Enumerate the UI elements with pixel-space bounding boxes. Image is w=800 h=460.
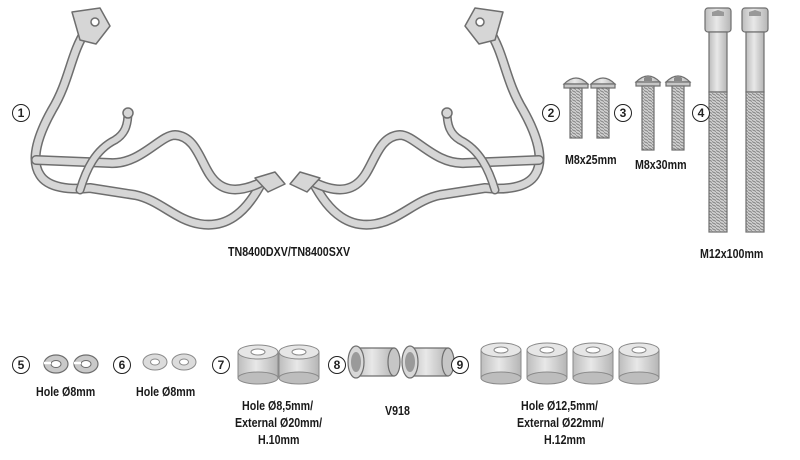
part-number-marker: 4	[692, 104, 710, 122]
flat-washer-icon	[142, 353, 197, 371]
spacer-icon	[237, 344, 320, 385]
part-9-label-line-3: H.12mm	[544, 432, 586, 447]
part-8-label: V918	[385, 403, 410, 418]
part-6-label: Hole Ø8mm	[136, 384, 196, 399]
part-number-marker: 2	[542, 104, 560, 122]
left-crash-bar-icon	[30, 7, 286, 230]
button-head-bolt-icon	[562, 77, 617, 139]
part-4-label: M12x100mm	[700, 246, 764, 261]
button-head-bolt-icon	[634, 75, 692, 151]
part-9-label-line-1: Hole Ø12,5mm/	[521, 398, 599, 413]
spring-washer-icon	[43, 354, 99, 374]
bushing-icon	[347, 345, 455, 379]
part-2-label: M8x25mm	[565, 152, 617, 167]
part-number-marker: 3	[614, 104, 632, 122]
spacer-icon	[480, 342, 660, 385]
part-9-label-line-2: External Ø22mm/	[517, 415, 605, 430]
part-7-label-line-3: H.10mm	[258, 432, 300, 447]
part-number-marker: 8	[328, 356, 346, 374]
part-1-label: TN8400DXV/TN8400SXV	[228, 244, 351, 259]
part-number-marker: 7	[212, 356, 230, 374]
part-3-label: M8x30mm	[635, 157, 687, 172]
socket-head-bolt-icon	[704, 7, 769, 233]
part-number-marker: 9	[451, 356, 469, 374]
part-7-label-line-2: External Ø20mm/	[235, 415, 323, 430]
part-5-label: Hole Ø8mm	[36, 384, 96, 399]
right-crash-bar-icon	[289, 7, 545, 230]
part-number-marker: 1	[12, 104, 30, 122]
part-7-label-line-1: Hole Ø8,5mm/	[242, 398, 314, 413]
part-number-marker: 6	[113, 356, 131, 374]
crash-bar-pair-icon	[30, 7, 545, 230]
part-number-marker: 5	[12, 356, 30, 374]
